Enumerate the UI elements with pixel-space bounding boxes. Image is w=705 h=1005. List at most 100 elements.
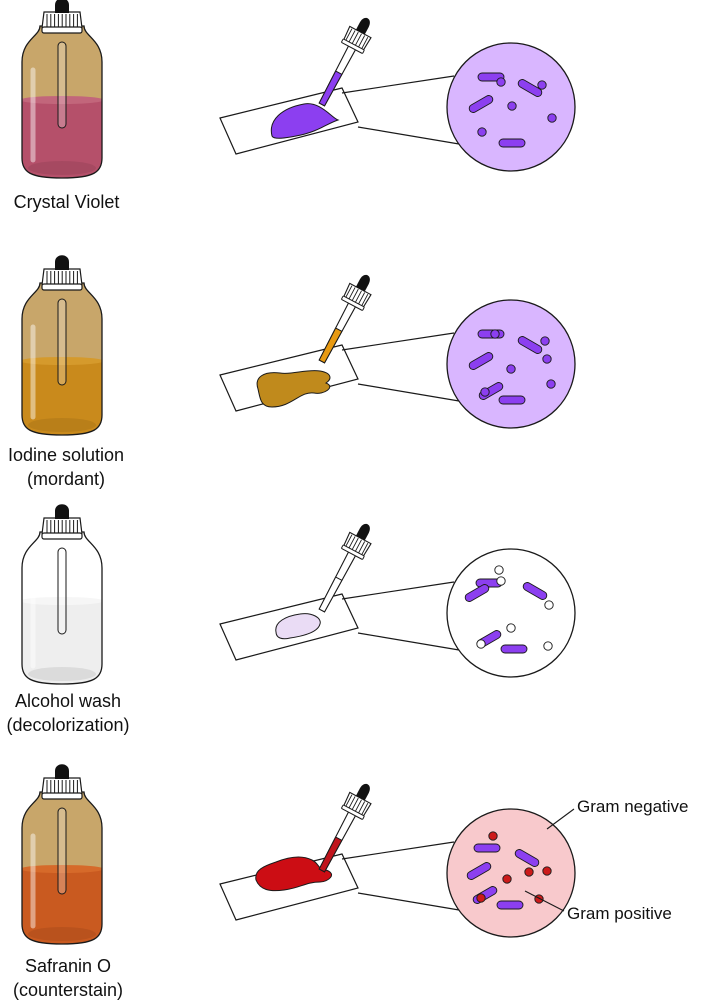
gram-negative-coccus — [543, 641, 553, 651]
gram-positive-rod — [517, 79, 543, 97]
bottle-1-bulb — [55, 0, 69, 13]
gram-negative-coccus — [477, 127, 487, 137]
bottle-1-liquid — [22, 67, 102, 178]
bottle-1-pipette — [57, 41, 67, 129]
gram-negative-coccus — [540, 336, 550, 346]
step-4-title: Safranin O — [24, 956, 112, 976]
gram-negative-coccus — [507, 101, 517, 111]
zoom-line-top-4 — [341, 841, 455, 860]
gram-positive-rod — [500, 644, 528, 654]
bottle-4-bulb — [55, 764, 69, 779]
bottle-1 — [21, 0, 103, 179]
step-1-group — [21, 0, 576, 179]
slide-2-stain — [256, 370, 331, 408]
gram-negative-leader — [546, 808, 575, 830]
microscope-view-1 — [446, 42, 576, 172]
gram-positive-rod — [522, 582, 548, 600]
gram-negative-coccus — [542, 866, 552, 876]
gram-negative-coccus — [546, 379, 556, 389]
bottle-3 — [21, 504, 103, 685]
view-3-field — [446, 548, 576, 678]
bottle-2-pipette — [57, 298, 67, 386]
bottle-4-liquid — [22, 833, 102, 944]
gram-negative-coccus — [496, 77, 506, 87]
zoom-line-bottom-4 — [357, 892, 460, 911]
step-2-group — [21, 255, 576, 436]
microscope-view-3 — [446, 548, 576, 678]
step-3-label: Alcohol wash (decolorization) — [0, 689, 140, 737]
step-2-label: Iodine solution (mordant) — [0, 443, 136, 491]
dropper-1-liquid — [318, 70, 343, 107]
gram-positive-rod — [496, 900, 524, 910]
gram-positive-rod — [468, 95, 494, 113]
dropper-1-bulb — [355, 17, 370, 35]
dropper-3 — [318, 523, 372, 613]
bottle-2-bulb — [55, 255, 69, 270]
gram-negative-callout: Gram negative — [577, 797, 689, 816]
gram-negative-coccus — [476, 639, 486, 649]
bottle-3-bulb — [55, 504, 69, 519]
gram-positive-leader — [524, 890, 565, 912]
gram-positive-rod — [514, 849, 540, 867]
bottle-3-pipette — [57, 547, 67, 635]
step-1-title: Crystal Violet — [13, 192, 120, 212]
zoom-line-top-3 — [341, 581, 455, 600]
gram-positive-rod — [464, 584, 490, 602]
gram-positive-rod — [517, 336, 543, 354]
dropper-1 — [318, 17, 372, 107]
bottle-4 — [21, 764, 103, 945]
gram-negative-coccus — [537, 80, 547, 90]
step-3-title: Alcohol wash — [14, 691, 122, 711]
slide-1-stain — [270, 103, 340, 139]
slide-3-stain — [275, 613, 321, 640]
zoom-line-top-2 — [341, 332, 455, 351]
gram-positive-rod — [466, 862, 492, 880]
dropper-3-bulb — [355, 523, 370, 541]
step-3-subtitle: (decolorization) — [6, 715, 130, 735]
gram-negative-coccus — [480, 387, 490, 397]
gram-negative-coccus — [502, 874, 512, 884]
gram-negative-coccus — [547, 113, 557, 123]
dropper-3-liquid — [318, 576, 343, 613]
gram-positive-rod — [468, 352, 494, 370]
slide-3 — [219, 593, 359, 661]
microscope-view-4 — [446, 808, 576, 938]
gram-negative-coccus — [506, 364, 516, 374]
view-4-field — [446, 808, 576, 938]
gram-positive-rod — [498, 138, 526, 148]
gram-negative-coccus — [544, 600, 554, 610]
dropper-2 — [318, 274, 372, 364]
step-3-group — [21, 504, 576, 685]
step-4-label: Safranin O (counterstain) — [0, 954, 136, 1002]
view-2-field — [446, 299, 576, 429]
step-4-subtitle: (counterstain) — [12, 980, 124, 1000]
bottle-2-liquid — [22, 324, 102, 435]
slide-1 — [219, 87, 359, 155]
bottle-2 — [21, 255, 103, 436]
gram-negative-coccus — [490, 329, 500, 339]
dropper-2-liquid — [318, 327, 343, 364]
gram-negative-coccus — [496, 576, 506, 586]
slide-2 — [219, 344, 359, 412]
gram-negative-coccus — [494, 565, 504, 575]
gram-negative-coccus — [476, 893, 486, 903]
step-1-label: Crystal Violet — [0, 190, 133, 214]
gram-positive-rod — [473, 843, 501, 853]
dropper-4-bulb — [355, 783, 370, 801]
gram-negative-coccus — [488, 831, 498, 841]
step-2-subtitle: (mordant) — [26, 469, 106, 489]
slide-4 — [219, 853, 359, 921]
zoom-line-bottom-2 — [357, 383, 460, 402]
microscope-view-2 — [446, 299, 576, 429]
gram-negative-coccus — [542, 354, 552, 364]
dropper-2-bulb — [355, 274, 370, 292]
zoom-line-bottom-3 — [357, 632, 460, 651]
step-2-title: Iodine solution — [7, 445, 125, 465]
zoom-line-bottom-1 — [357, 126, 460, 145]
callout-leaders — [524, 808, 575, 912]
step-4-group — [21, 764, 576, 945]
gram-negative-coccus — [506, 623, 516, 633]
bottle-4-pipette — [57, 807, 67, 895]
